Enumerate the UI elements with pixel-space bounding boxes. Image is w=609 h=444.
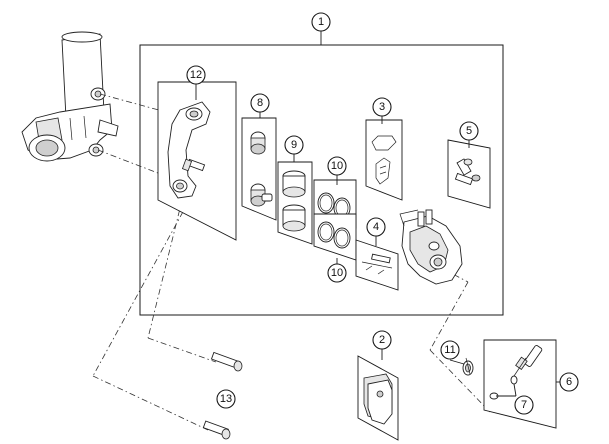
callout-4-label: 4 [373, 221, 379, 233]
panel-8-bushings [241, 117, 277, 221]
banjo-fitting [462, 357, 474, 376]
callout-7-label: 7 [521, 399, 527, 411]
callout-10-top: 10 [327, 156, 347, 176]
callout-2-label: 2 [379, 334, 385, 346]
callout-5-label: 5 [466, 125, 472, 137]
callout-9: 9 [284, 135, 304, 155]
panel-10-seals-bottom [313, 213, 357, 261]
callout-10-top-label: 10 [331, 160, 343, 172]
callout-13: 13 [216, 389, 236, 409]
leader-lines [195, 30, 560, 397]
callout-8-label: 8 [257, 97, 263, 109]
callout-8: 8 [250, 93, 270, 113]
callout-11: 11 [440, 340, 460, 360]
callout-3-label: 3 [379, 101, 385, 113]
callout-12-label: 12 [190, 69, 202, 81]
panel-2-brake-pads [357, 355, 399, 441]
panel-6-fitting [483, 339, 557, 429]
callout-2: 2 [372, 330, 392, 350]
callout-10-bottom: 10 [327, 263, 347, 283]
callout-7: 7 [514, 395, 534, 415]
callout-10-bottom-label: 10 [331, 267, 343, 279]
callout-13-label: 13 [220, 393, 232, 405]
callout-1: 1 [311, 12, 331, 32]
callout-6-label: 6 [566, 376, 572, 388]
callout-12: 12 [186, 65, 206, 85]
callout-4: 4 [366, 217, 386, 237]
assembly-frame [139, 44, 504, 316]
panel-4-pad-pin [355, 239, 399, 291]
callout-6: 6 [559, 372, 579, 392]
callout-3: 3 [372, 97, 392, 117]
bolts-13 [202, 351, 243, 440]
fork-leg [21, 31, 119, 162]
brake-caliper [399, 209, 463, 285]
callout-9-label: 9 [291, 139, 297, 151]
callout-5: 5 [459, 121, 479, 141]
panel-12-bracket [157, 81, 237, 241]
panel-5-bleeder [447, 139, 491, 209]
callout-11-label: 11 [444, 344, 455, 356]
panel-9-pistons [277, 161, 313, 245]
callout-1-label: 1 [318, 16, 324, 28]
panel-3-pad-spring [365, 119, 403, 201]
